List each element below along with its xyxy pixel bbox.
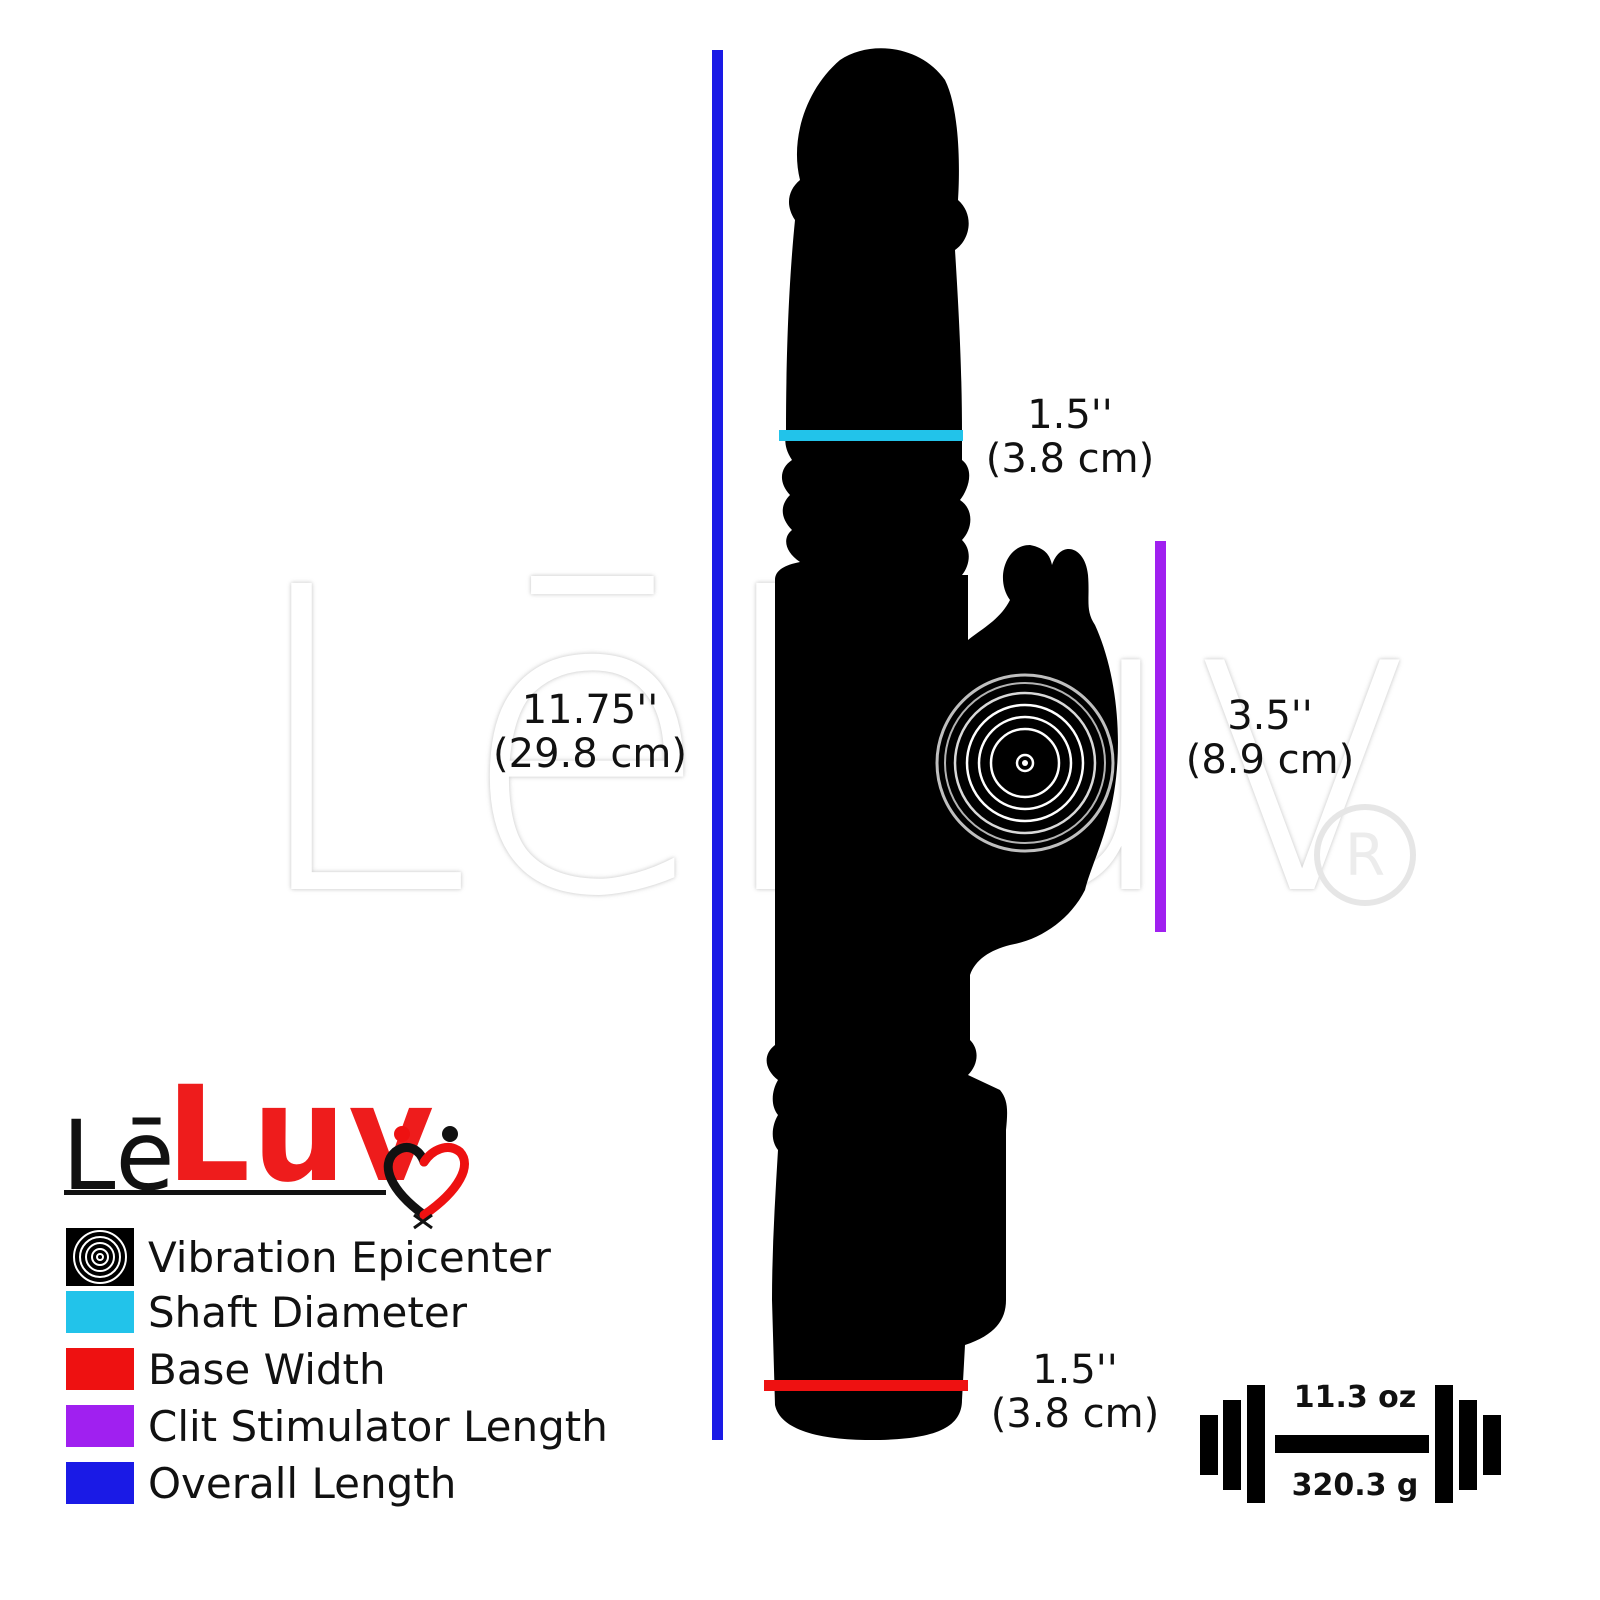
clit-stimulator-length-line <box>1155 541 1166 932</box>
legend-label: Vibration Epicenter <box>148 1232 551 1282</box>
vibration-epicenter-marker <box>935 673 1115 853</box>
base-width-inches: 1.5'' <box>1032 1347 1118 1393</box>
overall-length-inches: 11.75'' <box>521 687 659 733</box>
clit-stimulator-length-swatch <box>66 1405 134 1447</box>
weight-imperial: 11.3 oz <box>1293 1380 1417 1415</box>
legend-item-clit-stimulator-length: Clit Stimulator Length <box>66 1401 608 1451</box>
legend-item-overall-length: Overall Length <box>66 1458 457 1508</box>
legend-item-vibration-epicenter: Vibration Epicenter <box>66 1228 551 1286</box>
overall-length-measurement: 11.75'' (29.8 cm) <box>480 688 700 776</box>
vibration-epicenter-icon <box>66 1228 134 1286</box>
base-width-measurement: 1.5'' (3.8 cm) <box>980 1348 1170 1436</box>
legend-label: Shaft Diameter <box>148 1287 467 1337</box>
overall-length-cm: (29.8 cm) <box>493 731 687 777</box>
overall-length-swatch <box>66 1462 134 1504</box>
heart-couple-icon <box>383 1126 469 1230</box>
base-width-cm: (3.8 cm) <box>990 1391 1160 1437</box>
clit-stimulator-length-inches: 3.5'' <box>1227 693 1313 739</box>
legend-label: Base Width <box>148 1344 386 1394</box>
dumbbell-icon <box>1200 1385 1501 1503</box>
shaft-diameter-measurement: 1.5'' (3.8 cm) <box>975 393 1165 481</box>
shaft-diameter-inches: 1.5'' <box>1027 392 1113 438</box>
legend-label: Overall Length <box>148 1458 457 1508</box>
base-width-swatch <box>66 1348 134 1390</box>
shaft-diameter-line <box>779 430 963 441</box>
shaft-diameter-cm: (3.8 cm) <box>985 436 1155 482</box>
clit-stimulator-length-cm: (8.9 cm) <box>1185 737 1355 783</box>
svg-text:R: R <box>1345 821 1385 889</box>
legend-item-base-width: Base Width <box>66 1344 386 1394</box>
logo-name: Luv <box>166 1058 437 1212</box>
registered-mark-icon: R <box>1314 804 1416 906</box>
clit-stimulator-length-measurement: 3.5'' (8.9 cm) <box>1175 694 1365 782</box>
overall-length-line <box>712 50 723 1440</box>
base-width-line <box>764 1380 968 1391</box>
legend-label: Clit Stimulator Length <box>148 1401 608 1451</box>
logo-underline <box>64 1190 386 1195</box>
legend-item-shaft-diameter: Shaft Diameter <box>66 1287 467 1337</box>
logo-prefix: Lē <box>62 1100 175 1212</box>
shaft-diameter-swatch <box>66 1291 134 1333</box>
weight-metric: 320.3 g <box>1291 1468 1419 1503</box>
